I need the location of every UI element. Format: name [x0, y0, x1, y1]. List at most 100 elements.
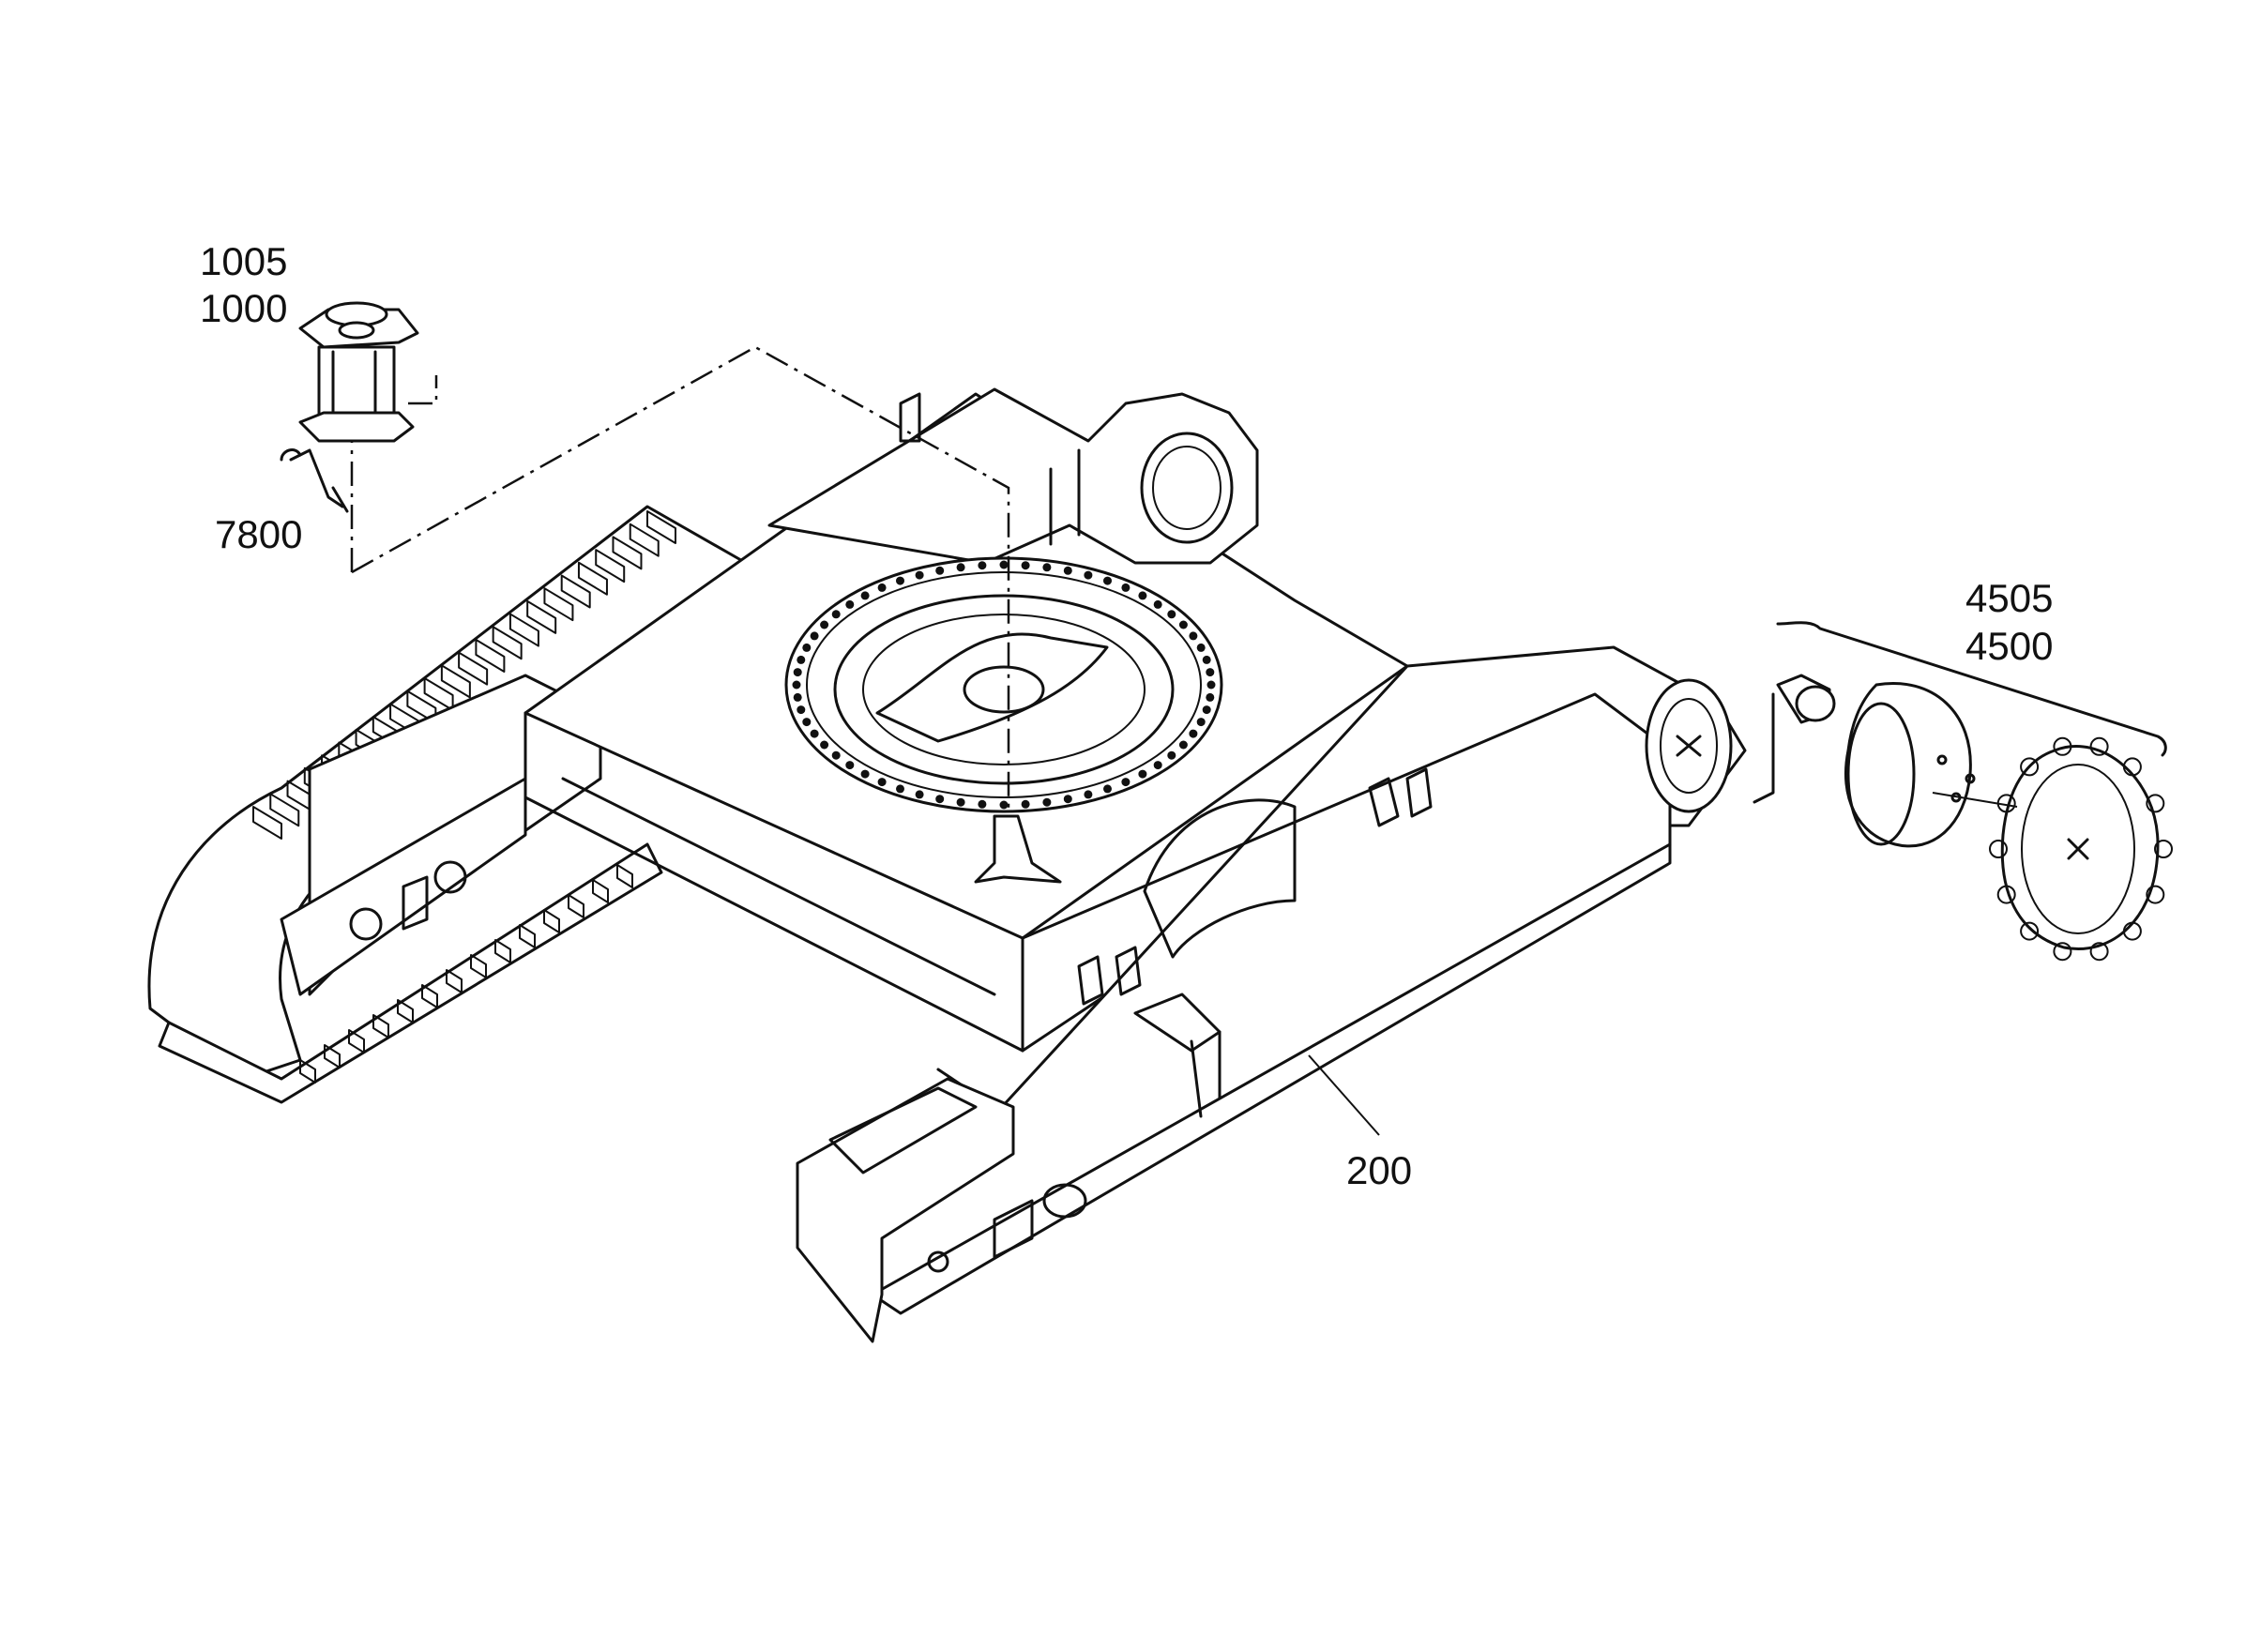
ring-bolt-hole	[896, 576, 904, 585]
sprocket-tooth	[2020, 921, 2040, 941]
sprocket-tooth	[2053, 942, 2072, 962]
track-shoe	[372, 1014, 389, 1038]
sprocket-tooth	[2089, 942, 2109, 962]
ring-bolt-hole	[1178, 620, 1188, 629]
ring-bolt-hole	[1153, 761, 1162, 770]
ring-bolt-hole	[792, 680, 801, 690]
ring-bolt-hole	[935, 795, 945, 804]
ring-bolt-hole	[1042, 797, 1052, 807]
callout-1005: 1005	[200, 239, 287, 283]
ring-bolt-hole	[845, 599, 855, 609]
ring-bolt-hole	[1103, 576, 1112, 585]
ring-bolt-hole	[797, 705, 806, 715]
track-shoe	[269, 793, 300, 827]
ring-bolt-hole	[877, 778, 887, 787]
track-shoe	[397, 999, 414, 1023]
ring-bolt-hole	[915, 790, 924, 799]
ring-bolt-hole	[1167, 610, 1176, 619]
track-shoe	[421, 984, 438, 1008]
leader-lines	[350, 345, 2167, 1136]
slewing-ring	[784, 556, 1223, 884]
callout-200: 200	[1346, 1148, 1412, 1192]
sprocket-tooth	[2053, 736, 2072, 756]
track-shoe	[568, 894, 584, 918]
track-shoe	[543, 587, 574, 622]
sprocket-tooth	[2122, 921, 2142, 941]
track-shoe	[324, 1044, 341, 1068]
ring-bolt-hole	[956, 563, 965, 572]
sprocket-tooth	[1996, 885, 2016, 904]
sprocket-tooth	[2089, 736, 2109, 756]
ring-bolt-hole	[1121, 583, 1130, 592]
track-shoe	[543, 909, 560, 933]
track-shoe	[616, 864, 633, 888]
track-shoe	[348, 1029, 365, 1053]
track-shoe	[629, 523, 660, 557]
sprocket-tooth	[2122, 757, 2142, 777]
track-shoe	[494, 939, 511, 963]
ring-bolt-hole	[845, 761, 855, 770]
track-shoe	[440, 664, 471, 699]
ring-bolt-hole	[1021, 799, 1030, 809]
ring-bolt-hole	[1202, 705, 1211, 715]
ring-bolt-hole	[1042, 563, 1052, 572]
sprocket-tooth	[1989, 840, 2008, 858]
track-shoe	[252, 806, 282, 840]
ring-bolt-hole	[999, 560, 1009, 569]
ring-bolt-hole	[915, 570, 924, 580]
ring-bolt-hole	[1153, 599, 1162, 609]
ring-bolt-hole	[802, 643, 812, 652]
ring-bolt-hole	[1084, 570, 1093, 580]
callout-7800: 7800	[215, 512, 302, 556]
ring-bolt-hole	[1202, 655, 1211, 664]
track-shoe	[577, 561, 608, 596]
sprocket-tooth	[2020, 757, 2040, 777]
ring-bolt-hole	[978, 561, 987, 570]
track-shoe	[458, 651, 489, 686]
track-shoe	[475, 638, 506, 673]
ring-bolt-hole	[810, 729, 819, 738]
ring-bolt-hole	[1206, 680, 1216, 690]
ring-bolt-hole	[1138, 591, 1147, 600]
ring-bolt-hole	[1196, 718, 1206, 727]
travel-drive-assembly	[1776, 674, 2173, 962]
ring-bolt-hole	[1196, 643, 1206, 652]
ring-bolt-hole	[1103, 784, 1112, 794]
ring-bolt-hole	[1084, 790, 1093, 799]
track-shoe	[519, 924, 536, 948]
ring-bolt-hole	[877, 583, 887, 592]
track-shoe	[446, 969, 463, 993]
ring-bolt-hole	[1021, 561, 1030, 570]
ring-bolt-hole	[999, 800, 1009, 810]
callout-4505: 4505	[1965, 576, 2053, 620]
track-shoe	[526, 599, 557, 634]
ring-bolt-hole	[956, 797, 965, 807]
track-shoe	[646, 510, 676, 544]
ring-bolt-hole	[831, 750, 841, 760]
ring-bolt-hole	[831, 610, 841, 619]
swivel-joint-assembly	[280, 301, 419, 513]
track-shoe	[508, 613, 539, 647]
track-shoe	[492, 626, 523, 660]
ring-bolt-hole	[797, 655, 806, 664]
ring-bolt-hole	[935, 566, 945, 575]
ring-bolt-hole	[1178, 740, 1188, 750]
ring-bolt-hole	[820, 740, 829, 750]
ring-bolt-hole	[896, 784, 904, 794]
ring-bolt-hole	[1063, 566, 1072, 575]
undercarriage-frame	[280, 387, 1747, 1343]
ring-bolt-hole	[793, 692, 802, 702]
track-shoe	[612, 536, 643, 570]
ring-bolt-hole	[978, 799, 987, 809]
ring-bolt-hole	[1121, 778, 1130, 787]
ring-bolt-hole	[802, 718, 812, 727]
ring-bolt-hole	[820, 620, 829, 629]
ring-bolt-hole	[860, 769, 870, 779]
ring-bolt-hole	[1206, 692, 1215, 702]
sprocket-tooth	[2146, 885, 2165, 904]
ring-bolt-hole	[860, 591, 870, 600]
ring-bolt-hole	[1063, 795, 1072, 804]
ring-bolt-hole	[1189, 631, 1198, 641]
ring-bolt-hole	[1206, 668, 1215, 677]
